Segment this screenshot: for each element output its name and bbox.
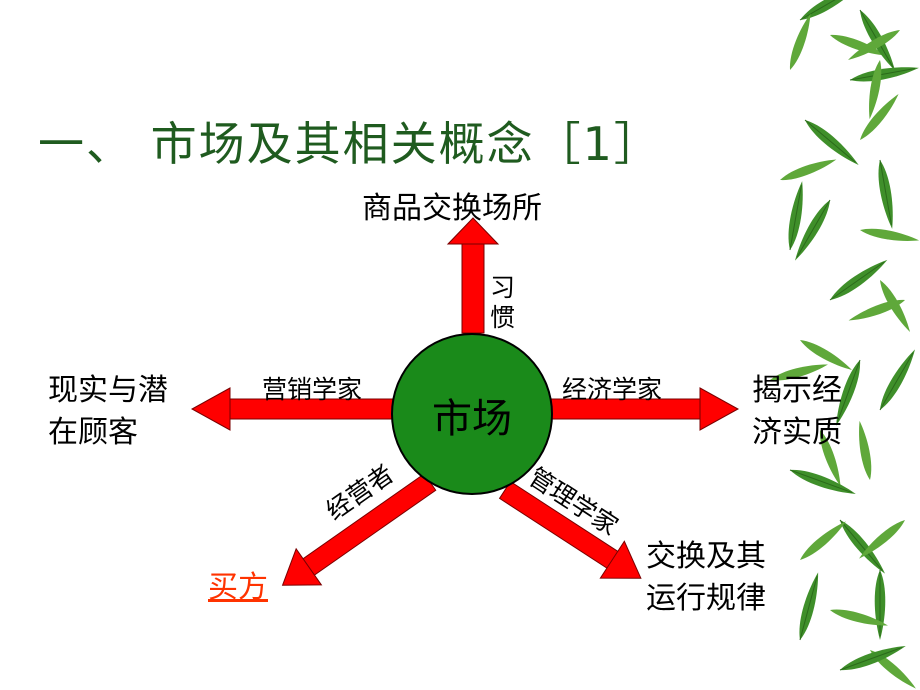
arrow-left [190, 387, 396, 431]
arrow-up [446, 217, 500, 334]
edge-label-top-2: 惯 [490, 303, 516, 332]
node-lower-right-line1: 交换及其 [646, 539, 766, 574]
node-left-line2: 在顾客 [48, 415, 138, 450]
edge-label-right: 经济学家 [562, 375, 663, 404]
node-lower-right-line2: 运行规律 [646, 581, 766, 616]
node-top: 商品交换场所 [362, 191, 542, 226]
market-circle [391, 333, 553, 495]
arrow-right [544, 387, 740, 431]
center-label: 市场 [432, 396, 512, 442]
bamboo-leaves [768, 0, 920, 690]
node-left-line1: 现实与潜 [48, 373, 168, 408]
edge-label-left: 营销学家 [262, 375, 363, 404]
node-right-line2: 济实质 [752, 415, 842, 450]
node-right-line1: 揭示经 [752, 373, 842, 408]
buyer-link[interactable]: 买方 [208, 570, 268, 605]
slide-title: 一、 市场及其相关概念［1］ [38, 117, 662, 171]
arrow-lower-right [498, 480, 642, 579]
edge-label-top-1: 习 [490, 273, 516, 302]
